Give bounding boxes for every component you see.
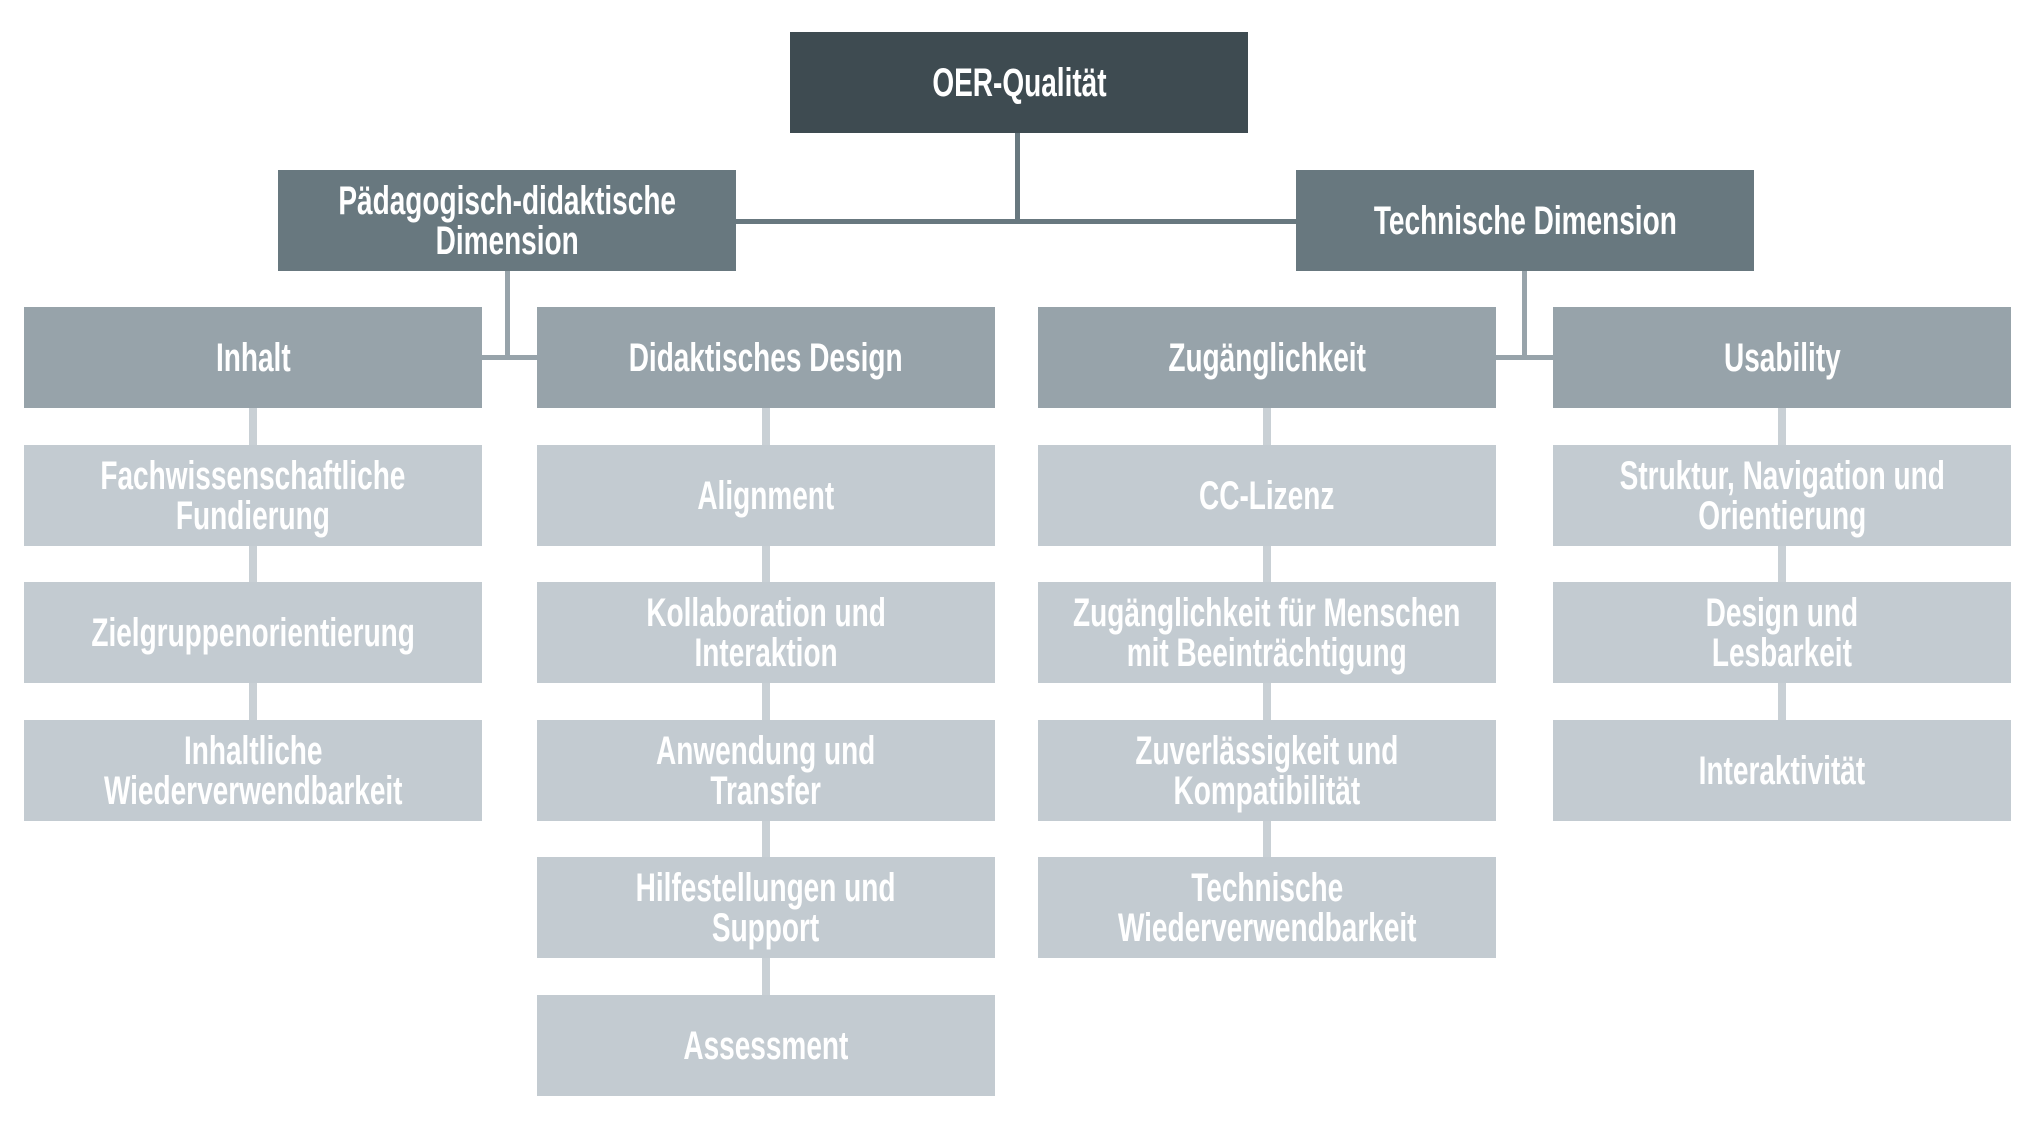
item-node-label: Alignment (697, 473, 835, 518)
item-node-label: Fachwissenschaftliche Fundierung (100, 453, 406, 538)
item-node-alignment: Alignment (537, 445, 995, 546)
dimension-node-label: Technische Dimension (1373, 198, 1677, 243)
root-node-label: OER-Qualität (931, 60, 1107, 105)
item-node-label: Interaktivität (1698, 748, 1866, 793)
category-node-usability: Usability (1553, 307, 2011, 408)
connector-root-horizontal (736, 219, 1298, 224)
connector-col3-seg2 (1263, 546, 1271, 582)
connector-col1-seg2 (249, 546, 257, 582)
category-node-label: Inhalt (215, 335, 291, 380)
connector-col4-seg1 (1778, 408, 1786, 445)
item-node-label: Design und Lesbarkeit (1705, 590, 1859, 675)
dimension-node-technisch: Technische Dimension (1296, 170, 1754, 271)
item-node-label: Zugänglichkeit für Menschen mit Beeinträ… (1073, 590, 1461, 675)
item-node-label: Assessment (683, 1023, 849, 1068)
item-node-technische-wiederverwendbarkeit: Technische Wiederverwendbarkeit (1038, 857, 1496, 958)
item-node-label: Anwendung und Transfer (656, 728, 876, 813)
connector-col3-seg3 (1263, 683, 1271, 720)
dimension-node-paedagogisch-didaktisch: Pädagogisch-didaktische Dimension (278, 170, 736, 271)
item-node-cc-lizenz: CC-Lizenz (1038, 445, 1496, 546)
root-node: OER-Qualität (790, 32, 1248, 133)
connector-dim2-vertical (1522, 271, 1527, 360)
item-node-design-lesbarkeit: Design und Lesbarkeit (1553, 582, 2011, 683)
item-node-assessment: Assessment (537, 995, 995, 1096)
connector-col1-seg1 (249, 408, 257, 445)
item-node-label: Zuverlässigkeit und Kompatibilität (1135, 728, 1399, 813)
connector-col3-seg4 (1263, 821, 1271, 857)
connector-col2-seg5 (762, 958, 770, 995)
item-node-label: Hilfestellungen und Support (636, 865, 896, 950)
connector-col2-seg4 (762, 821, 770, 857)
connector-col4-seg3 (1778, 683, 1786, 720)
connector-col2-seg3 (762, 683, 770, 720)
item-node-label: Zielgruppenorientierung (91, 610, 415, 655)
connector-dim1-vertical (505, 271, 510, 360)
connector-col3-seg1 (1263, 408, 1271, 445)
item-node-zugaenglichkeit-beeintraechtigung: Zugänglichkeit für Menschen mit Beeinträ… (1038, 582, 1496, 683)
item-node-struktur-navigation-orientierung: Struktur, Navigation und Orientierung (1553, 445, 2011, 546)
connector-root-vertical (1015, 133, 1020, 223)
connector-dim2-horizontal (1496, 355, 1553, 360)
item-node-label: Kollaboration und Interaktion (646, 590, 886, 675)
connector-col4-seg2 (1778, 546, 1786, 582)
item-node-inhaltliche-wiederverwendbarkeit: Inhaltliche Wiederverwendbarkeit (24, 720, 482, 821)
item-node-zielgruppenorientierung: Zielgruppenorientierung (24, 582, 482, 683)
item-node-interaktivitaet: Interaktivität (1553, 720, 2011, 821)
connector-dim1-horizontal (482, 355, 537, 360)
connector-col2-seg2 (762, 546, 770, 582)
category-node-label: Didaktisches Design (629, 335, 903, 380)
item-node-label: Inhaltliche Wiederverwendbarkeit (103, 728, 403, 813)
item-node-label: Technische Wiederverwendbarkeit (1117, 865, 1417, 950)
dimension-node-label: Pädagogisch-didaktische Dimension (338, 178, 676, 263)
category-node-didaktisches-design: Didaktisches Design (537, 307, 995, 408)
connector-col1-seg3 (249, 683, 257, 720)
connector-col2-seg1 (762, 408, 770, 445)
item-node-anwendung-transfer: Anwendung und Transfer (537, 720, 995, 821)
item-node-kollaboration-interaktion: Kollaboration und Interaktion (537, 582, 995, 683)
item-node-fachwissenschaftliche-fundierung: Fachwissenschaftliche Fundierung (24, 445, 482, 546)
category-node-label: Zugänglichkeit (1168, 335, 1366, 380)
item-node-zuverlaessigkeit-kompatibilitaet: Zuverlässigkeit und Kompatibilität (1038, 720, 1496, 821)
item-node-label: Struktur, Navigation und Orientierung (1619, 453, 1945, 538)
item-node-hilfestellungen-support: Hilfestellungen und Support (537, 857, 995, 958)
category-node-inhalt: Inhalt (24, 307, 482, 408)
category-node-label: Usability (1723, 335, 1841, 380)
category-node-zugaenglichkeit: Zugänglichkeit (1038, 307, 1496, 408)
item-node-label: CC-Lizenz (1199, 473, 1335, 518)
